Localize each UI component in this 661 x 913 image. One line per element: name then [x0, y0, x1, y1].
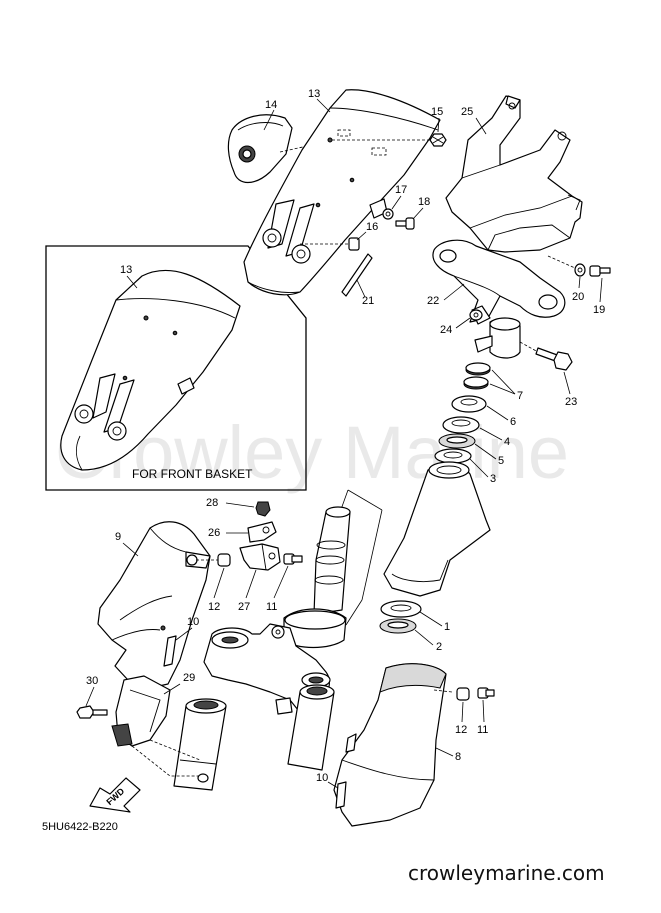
callout-3: 3 [490, 473, 496, 485]
fork-tube-right [287, 684, 335, 771]
part-26-bracket: 26 [208, 521, 277, 543]
part-6-washer: 6 [451, 395, 516, 428]
part-8-lower-cover: 8 [333, 663, 461, 827]
lower-fork-bracket [203, 623, 331, 721]
part-11-bolt-left: 11 [266, 553, 303, 613]
part-24-washer: 24 [440, 309, 483, 336]
callout-1: 1 [444, 621, 450, 633]
callout-10-left: 10 [187, 616, 199, 628]
callout-2: 2 [436, 641, 442, 653]
website-text: crowleymarine.com [408, 861, 605, 885]
inset-cover-13 [60, 269, 241, 471]
callout-23: 23 [565, 396, 577, 408]
steering-clamp-collar [474, 317, 539, 359]
part-21-rod: 21 [341, 253, 374, 307]
callout-14: 14 [265, 99, 277, 111]
part-2-bearing: 2 [379, 618, 442, 653]
inset-label: FOR FRONT BASKET [132, 467, 253, 481]
drawing-code: 5HU6422-B220 [42, 821, 118, 833]
callout-9: 9 [115, 531, 121, 543]
part-13-front-cover: 13 [243, 88, 441, 296]
callout-20: 20 [572, 291, 584, 303]
part-11-bolt-right: 11 [477, 687, 495, 736]
callout-4: 4 [504, 436, 510, 448]
part-19-bolt: 19 [589, 265, 611, 316]
callout-19: 19 [593, 304, 605, 316]
callout-5: 5 [498, 455, 504, 467]
part-20-washer: 20 [547, 255, 586, 303]
part-9-left-panel: 9 [97, 521, 211, 689]
callout-12-left: 12 [208, 601, 220, 613]
part-4-race: 4 [442, 416, 510, 448]
callout-18: 18 [418, 196, 430, 208]
callout-27: 27 [238, 601, 250, 613]
part-15-screw: 15 [332, 106, 447, 147]
callout-11-right: 11 [477, 724, 488, 736]
part-10-clip-left: 10 [163, 616, 199, 667]
callout-16: 16 [366, 221, 378, 233]
fwd-arrow: FWD [89, 777, 141, 813]
callout-17: 17 [395, 184, 407, 196]
callout-22: 22 [427, 295, 439, 307]
callout-12-right: 12 [455, 724, 467, 736]
part-25-bracket: 25 [445, 95, 583, 253]
inset-frame [45, 245, 307, 491]
frame-head-pipe [383, 461, 491, 597]
callout-11-left: 11 [266, 601, 277, 613]
part-10-clip-right: 10 [316, 772, 347, 809]
part-1-race: 1 [380, 600, 450, 633]
part-14-emblem: 14 [227, 99, 331, 184]
part-16-collar: 16 [300, 221, 378, 251]
callout-13-inset: 13 [120, 264, 132, 276]
part-22-upper-bracket: 22 [427, 239, 566, 325]
callout-13: 13 [308, 88, 320, 100]
callout-26: 26 [208, 527, 220, 539]
part-30-bolt: 30 [76, 675, 108, 719]
part-5-bearing: 5 [438, 433, 504, 467]
steering-stem [283, 506, 351, 649]
part-12-collar-left: 12 [196, 553, 231, 613]
callout-25: 25 [461, 106, 473, 118]
callout-15: 15 [431, 106, 443, 118]
callout-7: 7 [517, 390, 523, 402]
callout-28: 28 [206, 497, 218, 509]
part-29-holder: 29 [111, 672, 209, 783]
callout-10-right: 10 [316, 772, 328, 784]
part-17-washer: 17 [382, 184, 407, 220]
callout-30: 30 [86, 675, 98, 687]
part-28-bolt: 28 [206, 497, 271, 517]
part-23-bolt: 23 [535, 347, 577, 408]
callout-8: 8 [455, 751, 461, 763]
callout-21: 21 [362, 295, 374, 307]
callout-29: 29 [183, 672, 195, 684]
part-27-stay: 27 [238, 543, 281, 613]
callout-6: 6 [510, 416, 516, 428]
part-18-bolt: 18 [395, 196, 430, 230]
inset-front-basket: 13 FOR FRONT BASKET [45, 245, 307, 491]
part-7-nuts: 7 [463, 362, 523, 402]
fork-tube-left [173, 698, 227, 791]
callout-24: 24 [440, 324, 452, 336]
part-12-collar-right: 12 [455, 687, 470, 736]
